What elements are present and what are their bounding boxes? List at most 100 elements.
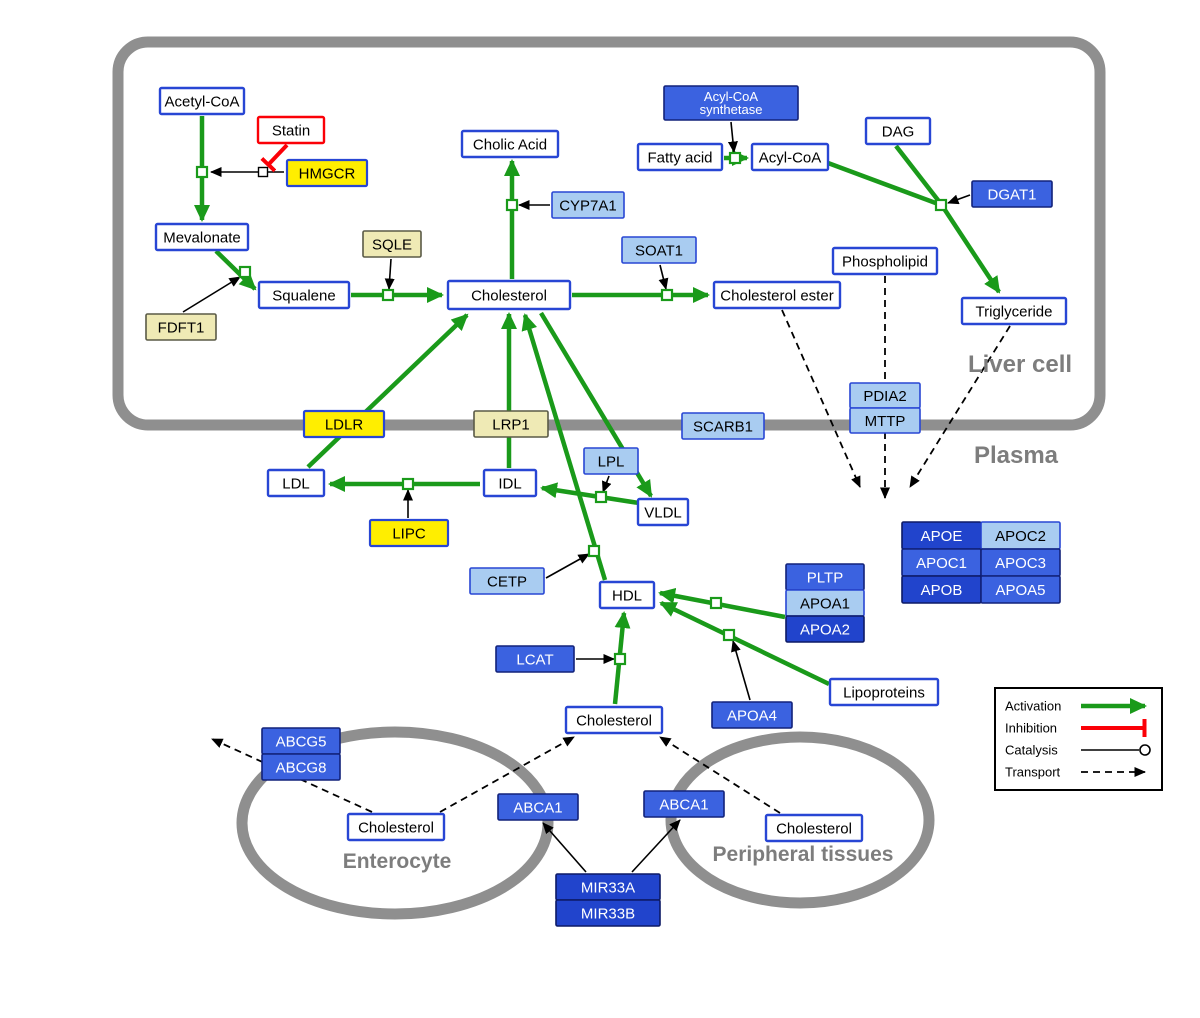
- node-apoa4[interactable]: APOA4: [711, 701, 793, 729]
- node-dgat1[interactable]: DGAT1: [971, 180, 1053, 208]
- node-label: Mevalonate: [163, 229, 241, 246]
- node-hdl[interactable]: HDL: [598, 580, 656, 610]
- node-fdft1[interactable]: FDFT1: [145, 313, 217, 341]
- node-apoa2[interactable]: APOA2: [785, 615, 865, 643]
- node-cholesterol-enterocyte[interactable]: Cholesterol: [346, 812, 446, 842]
- node-lipc[interactable]: LIPC: [368, 518, 450, 548]
- reaction-node: [613, 652, 627, 666]
- node-mttp[interactable]: MTTP: [849, 407, 921, 434]
- node-cholesterol-plasma[interactable]: Cholesterol: [564, 705, 664, 735]
- node-label: SQLE: [372, 236, 412, 253]
- node-soat1[interactable]: SOAT1: [621, 236, 697, 264]
- edge-dgat1-catalysis: [947, 194, 971, 205]
- node-cyp7a1[interactable]: CYP7A1: [551, 191, 625, 219]
- node-apoc1[interactable]: APOC1: [901, 548, 982, 577]
- reaction-nodes-layer: [195, 151, 948, 666]
- node-label: APOA5: [995, 582, 1045, 599]
- node-cholesterol-ester[interactable]: Cholesterol ester: [712, 280, 842, 310]
- node-apoe[interactable]: APOE: [901, 521, 982, 550]
- node-pltp[interactable]: PLTP: [785, 563, 865, 591]
- node-lipoproteins[interactable]: Lipoproteins: [828, 677, 940, 707]
- node-apoa5[interactable]: APOA5: [980, 575, 1061, 604]
- node-abca1-enterocyte[interactable]: ABCA1: [497, 793, 579, 821]
- node-box: [257, 280, 351, 310]
- node-label: Cholic Acid: [473, 136, 547, 153]
- edge-triglyceride-transport: [909, 325, 1011, 488]
- node-label: MIR33A: [581, 879, 635, 896]
- node-label: Cholesterol: [776, 820, 852, 837]
- node-acetyl-coa[interactable]: Acetyl-CoA: [158, 86, 246, 116]
- node-scarb1[interactable]: SCARB1: [681, 412, 765, 440]
- node-apoa1[interactable]: APOA1: [785, 589, 865, 617]
- node-label: APOC1: [916, 555, 967, 572]
- node-dag[interactable]: DAG: [864, 116, 932, 146]
- node-box: [636, 142, 724, 172]
- node-pdia2[interactable]: PDIA2: [849, 382, 921, 409]
- node-box: [980, 575, 1061, 604]
- node-cholic-acid[interactable]: Cholic Acid: [460, 129, 560, 159]
- node-apob[interactable]: APOB: [901, 575, 982, 604]
- node-box: [785, 615, 865, 643]
- node-fatty-acid[interactable]: Fatty acid: [636, 142, 724, 172]
- node-mevalonate[interactable]: Mevalonate: [154, 222, 250, 252]
- edge-hdl-to-cholesterol: [521, 313, 608, 581]
- node-mir33a[interactable]: MIR33A: [555, 873, 661, 901]
- legend-item-catalysis: Catalysis: [1005, 743, 1151, 758]
- node-lcat[interactable]: LCAT: [495, 645, 575, 673]
- node-box: [711, 701, 793, 729]
- node-acyl-coa[interactable]: Acyl-CoA: [750, 142, 830, 172]
- enterocyte-label: Enterocyte: [343, 850, 452, 873]
- node-abcg5[interactable]: ABCG5: [261, 727, 341, 755]
- node-ldl[interactable]: LDL: [266, 468, 326, 498]
- node-apoc2[interactable]: APOC2: [980, 521, 1061, 550]
- node-sqle[interactable]: SQLE: [362, 230, 422, 258]
- node-apoc3[interactable]: APOC3: [980, 548, 1061, 577]
- edge-cetp-catalysis: [545, 553, 590, 579]
- edge-lipoproteins-to-hdl: [659, 600, 830, 687]
- node-label: MIR33B: [581, 905, 635, 922]
- node-cholesterol-liver[interactable]: Cholesterol: [446, 279, 572, 311]
- node-mir33b[interactable]: MIR33B: [555, 899, 661, 927]
- node-label: Squalene: [272, 287, 335, 304]
- node-label: LDL: [282, 475, 310, 492]
- node-label: LRP1: [492, 416, 530, 433]
- node-label: LDLR: [325, 416, 364, 433]
- node-vldl[interactable]: VLDL: [636, 497, 690, 527]
- node-box: [473, 410, 549, 438]
- node-box: [712, 280, 842, 310]
- liver-cell-label: Liver cell: [968, 351, 1072, 378]
- edges-layer: [182, 116, 1011, 873]
- node-hmgcr[interactable]: HMGCR: [285, 158, 369, 188]
- legend-item-activation: Activation: [1005, 698, 1147, 714]
- node-box: [849, 407, 921, 434]
- node-box: [460, 129, 560, 159]
- node-statin[interactable]: Statin: [256, 115, 326, 145]
- node-abca1-peripheral[interactable]: ABCA1: [643, 790, 725, 818]
- node-label: MTTP: [865, 413, 906, 430]
- node-lpl[interactable]: LPL: [583, 447, 639, 475]
- node-label: Fatty acid: [647, 149, 712, 166]
- node-box: [346, 812, 446, 842]
- node-abcg8[interactable]: ABCG8: [261, 753, 341, 781]
- node-lrp1[interactable]: LRP1: [473, 410, 549, 438]
- legend-item-transport: Transport: [1005, 765, 1146, 780]
- node-phospholipid[interactable]: Phospholipid: [831, 246, 939, 276]
- node-idl[interactable]: IDL: [482, 468, 538, 498]
- node-cetp[interactable]: CETP: [469, 567, 545, 595]
- node-box: [368, 518, 450, 548]
- node-box: [828, 677, 940, 707]
- node-squalene[interactable]: Squalene: [257, 280, 351, 310]
- reaction-node: [587, 544, 601, 558]
- node-ldlr[interactable]: LDLR: [302, 409, 386, 439]
- node-label: DAG: [882, 123, 915, 140]
- node-label: HMGCR: [299, 165, 356, 182]
- edge-cholesterol-ester-transport: [781, 309, 861, 488]
- node-label: APOA1: [800, 595, 850, 612]
- node-cholesterol-peripheral[interactable]: Cholesterol: [764, 813, 864, 843]
- node-triglyceride[interactable]: Triglyceride: [960, 296, 1068, 326]
- node-box: [971, 180, 1053, 208]
- node-label: Acyl-CoA: [759, 149, 822, 166]
